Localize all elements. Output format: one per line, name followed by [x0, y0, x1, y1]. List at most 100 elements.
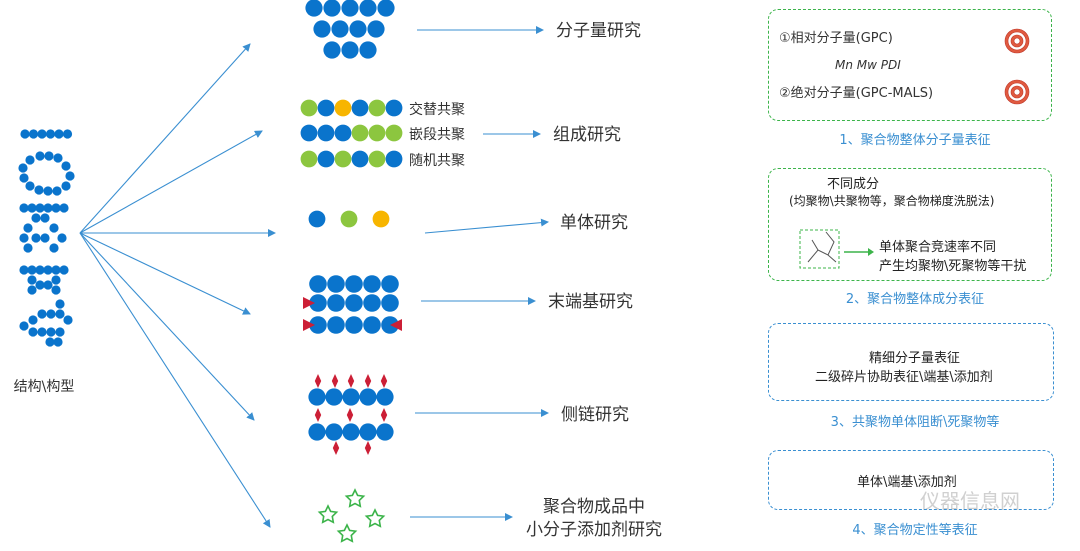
row-label-mw: 分子量研究	[556, 21, 641, 41]
left-dot-15	[25, 181, 35, 191]
row-label-endgroup: 末端基研究	[548, 292, 633, 312]
left-label: 结构\构型	[14, 379, 75, 395]
panel-3-box: 精细分子量表征 二级碎片协助表征\端基\添加剂	[768, 323, 1054, 401]
panel-4-caption: 4、聚合物定性等表征	[852, 522, 977, 538]
left-dot-45	[51, 285, 61, 295]
row-sublabel-random: 随机共聚	[409, 153, 465, 169]
left-dot-11	[18, 163, 28, 173]
endgroup-bead	[345, 275, 363, 293]
alt-bead	[334, 99, 352, 117]
left-dot-51	[37, 309, 47, 319]
mw-bead	[341, 41, 359, 59]
left-dot-57	[55, 327, 65, 337]
random-bead	[368, 150, 386, 168]
panel-3-line-2: 二级碎片协助表征\端基\添加剂	[815, 370, 993, 385]
random-bead	[317, 150, 335, 168]
random-bead	[385, 150, 403, 168]
left-dot-25	[59, 203, 69, 213]
left-dot-58	[53, 337, 63, 347]
left-dot-56	[46, 327, 56, 337]
additive-star	[344, 488, 366, 508]
panel-2-line-3: 单体聚合竞速率不同	[879, 240, 997, 255]
left-dot-4	[45, 129, 56, 139]
left-dot-22	[35, 203, 45, 213]
left-dot-50	[46, 309, 56, 319]
row-sublabel-alternating: 交替共聚	[409, 101, 465, 118]
left-dot-16	[34, 185, 44, 195]
block-bead	[368, 124, 386, 142]
left-dot-38	[35, 265, 45, 275]
mw-bead	[377, 0, 395, 17]
left-dot-26	[31, 213, 41, 223]
random-bead	[334, 150, 352, 168]
left-dot-9	[53, 153, 63, 163]
left-dot-14	[19, 173, 29, 183]
mw-bead	[313, 20, 331, 38]
panel-2-line-1: 不同成分	[827, 177, 880, 192]
endgroup-bead	[363, 294, 381, 312]
left-dot-35	[57, 233, 67, 243]
left-dot-52	[28, 315, 38, 325]
sidechain-bead	[342, 423, 360, 441]
left-dot-53	[19, 321, 29, 331]
left-dot-42	[27, 275, 37, 285]
left-dot-46	[35, 280, 45, 290]
block-bead	[317, 124, 335, 142]
panel-2-box: 不同成分 (均聚物\共聚物等，聚合物梯度洗脱法) 单体聚合竞速率不同 产生均聚物…	[768, 168, 1052, 281]
endgroup-bead	[345, 316, 363, 334]
left-dot-44	[27, 285, 37, 295]
left-dot-47	[43, 280, 53, 290]
row-label-sidechain: 侧链研究	[561, 405, 629, 425]
endgroup-bead	[363, 316, 381, 334]
row-label-composition: 组成研究	[553, 125, 621, 145]
endgroup-bead	[381, 294, 399, 312]
endgroup-bead	[309, 275, 327, 293]
additive-star	[336, 523, 358, 543]
alt-bead	[317, 99, 335, 117]
left-dot-28	[23, 223, 33, 233]
left-dot-43	[51, 275, 61, 285]
sidechain-diamond	[346, 408, 354, 422]
mw-bead	[331, 20, 349, 38]
endgroup-bead	[327, 316, 345, 334]
left-dot-3	[37, 129, 47, 139]
fan-arrows	[79, 26, 549, 528]
panel-1-box: ①相对分子量(GPC) Mn Mw PDI ②绝对分子量(GPC-MALS)	[768, 9, 1052, 121]
left-dot-34	[19, 233, 29, 243]
fan-arrow-6	[79, 232, 271, 528]
panel-1-line-1: ①相对分子量(GPC)	[779, 31, 893, 46]
sidechain-bead	[308, 388, 326, 406]
fan-arrow-4	[79, 232, 251, 315]
endgroup-marker	[390, 319, 402, 331]
sidechain-diamond	[347, 374, 355, 388]
endgroup-bead	[345, 294, 363, 312]
panel-1-caption: 1、聚合物整体分子量表征	[839, 133, 990, 148]
left-dot-20	[19, 203, 29, 213]
monomer-bead	[340, 210, 358, 228]
target-icon	[1013, 37, 1021, 45]
left-dot-59	[45, 337, 55, 347]
panel-4-box: 单体\端基\添加剂	[768, 450, 1054, 510]
sidechain-bead	[376, 388, 394, 406]
endgroup-bead	[381, 275, 399, 293]
panel-2-line-4: 产生均聚物\死聚物等干扰	[879, 259, 1027, 274]
left-dot-17	[43, 186, 53, 196]
alt-bead	[368, 99, 386, 117]
endgroup-marker	[303, 297, 315, 309]
block-bead	[351, 124, 369, 142]
endgroup-bead	[309, 294, 327, 312]
panel-1-line-2: Mn Mw PDI	[835, 58, 901, 72]
left-dot-40	[51, 265, 61, 275]
sidechain-diamond	[364, 374, 372, 388]
panel-graphics	[799, 28, 1030, 269]
left-dot-5	[54, 129, 64, 139]
left-dot-2	[28, 129, 39, 139]
block-bead	[385, 124, 403, 142]
sidechain-bead	[342, 388, 360, 406]
block-bead	[334, 124, 352, 142]
left-dot-29	[49, 223, 59, 233]
mw-bead	[305, 0, 323, 17]
left-dot-27	[40, 213, 50, 223]
mw-bead	[323, 41, 341, 59]
sidechain-bead	[308, 423, 326, 441]
